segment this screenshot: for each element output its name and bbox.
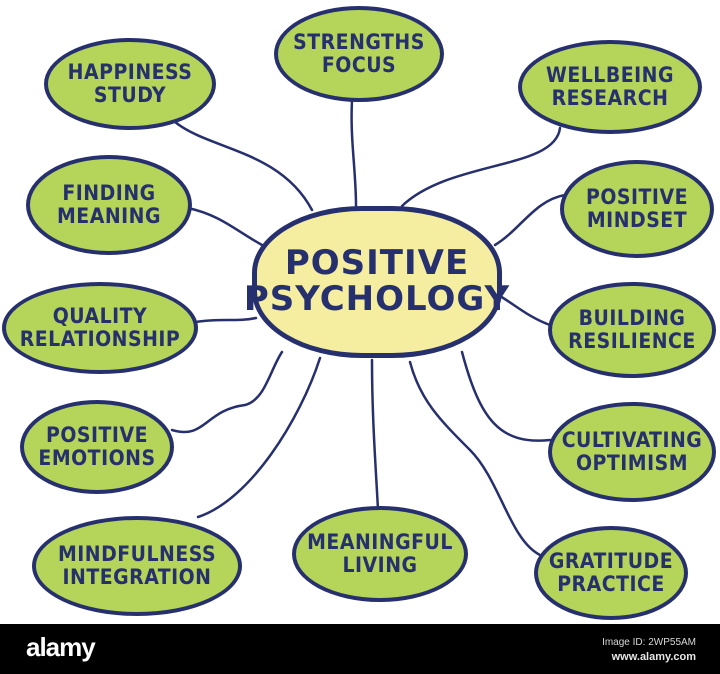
mind-map-canvas: POSITIVE PSYCHOLOGY STRENGTHS FOCUS HAPP… bbox=[2, 6, 716, 620]
central-topic-positive-psychology: POSITIVE PSYCHOLOGY bbox=[244, 206, 509, 358]
link-building-resilience bbox=[498, 294, 552, 327]
node-finding-meaning: FINDING MEANING bbox=[26, 155, 192, 255]
node-cultivating-optimism: CULTIVATING OPTIMISM bbox=[548, 402, 716, 502]
link-cultivating-optimism bbox=[460, 350, 552, 442]
site-url: www.alamy.com bbox=[611, 651, 696, 663]
node-strengths-focus: STRENGTHS FOCUS bbox=[274, 6, 444, 102]
link-positive-emotions bbox=[170, 350, 284, 434]
node-meaningful-living: MEANINGFUL LIVING bbox=[292, 506, 468, 602]
image-meta: Image ID: 2WP55AM www.alamy.com bbox=[602, 636, 696, 665]
link-positive-mindset bbox=[493, 193, 567, 247]
link-happiness-study bbox=[173, 120, 314, 212]
center-line2: PSYCHOLOGY bbox=[243, 279, 511, 319]
node-positive-emotions: POSITIVE EMOTIONS bbox=[20, 400, 174, 494]
node-positive-mindset: POSITIVE MINDSET bbox=[560, 160, 714, 258]
node-building-resilience: BUILDING RESILIENCE bbox=[548, 282, 716, 378]
stock-footer-bar: alamy Image ID: 2WP55AM www.alamy.com bbox=[0, 624, 720, 674]
node-wellbeing-research: WELLBEING RESEARCH bbox=[518, 40, 702, 134]
node-happiness-study: HAPPINESS STUDY bbox=[44, 38, 216, 130]
link-wellbeing-research bbox=[400, 126, 562, 208]
node-quality-relationship: QUALITY RELATIONSHIP bbox=[2, 282, 198, 374]
node-gratitude-practice: GRATITUDE PRACTICE bbox=[534, 526, 688, 620]
node-mindfulness-integration: MINDFULNESS INTEGRATION bbox=[32, 516, 242, 616]
image-id: Image ID: 2WP55AM bbox=[602, 637, 696, 648]
link-meaningful-living bbox=[370, 358, 380, 512]
link-finding-meaning bbox=[186, 206, 264, 247]
link-gratitude-practice bbox=[408, 360, 542, 557]
alamy-logo: alamy bbox=[26, 632, 96, 662]
center-line1: POSITIVE bbox=[284, 243, 470, 284]
link-strengths-focus bbox=[350, 98, 358, 208]
link-quality-relationship bbox=[194, 316, 258, 324]
connector-lines bbox=[170, 98, 567, 557]
link-mindfulness-integration bbox=[196, 356, 322, 519]
